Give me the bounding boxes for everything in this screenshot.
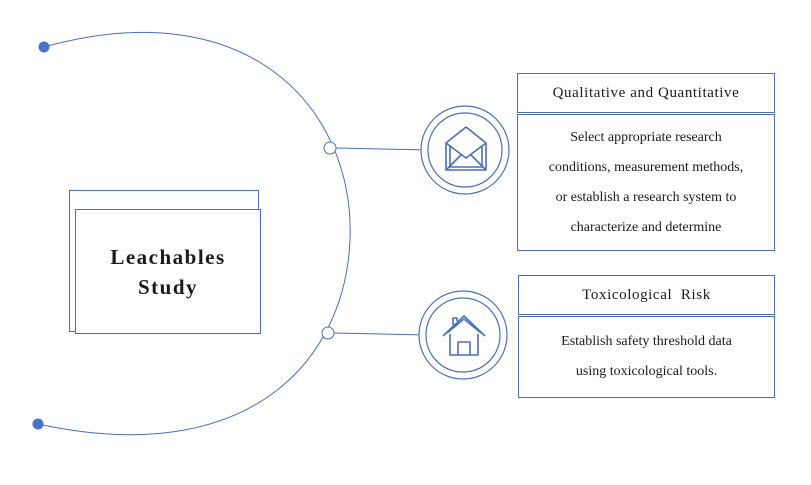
center-box: Leachables Study	[75, 209, 261, 334]
branch-2-header-text: Toxicological Risk	[582, 286, 711, 303]
branch-1-body-line: conditions, measurement methods,	[548, 159, 744, 175]
branch-1-header-text: Qualitative and Quantitative	[552, 84, 740, 101]
branch-1-header: Qualitative and Quantitative	[517, 73, 775, 113]
branch-1-body-line: or establish a research system to	[555, 189, 737, 205]
connector-node-1	[323, 141, 337, 155]
main-title-line-2: Study	[137, 274, 199, 299]
branch-2-body-line: using toxicological tools.	[575, 364, 718, 379]
main-title-line-1: Leachables	[110, 244, 226, 269]
branch-2-body-line: Establish safety threshold data	[561, 334, 732, 349]
main-title: Leachables Study	[110, 242, 225, 302]
branch-1-body-line: characterize and determine	[570, 219, 722, 235]
connector-line-1	[335, 147, 431, 151]
arc-end-dot	[32, 418, 44, 430]
branch-2-header: Toxicological Risk	[518, 275, 775, 315]
arc-start-dot	[38, 41, 50, 53]
branch-1-body-line: Select appropriate research	[570, 129, 722, 145]
house-icon	[418, 290, 508, 380]
main-arc	[37, 31, 351, 435]
branch-1-body: Select appropriate research conditions, …	[517, 114, 775, 251]
connector-node-2	[321, 326, 335, 340]
branch-2-body: Establish safety threshold data using to…	[518, 316, 775, 398]
envelope-icon	[420, 105, 510, 195]
connector-line-2	[333, 332, 429, 336]
